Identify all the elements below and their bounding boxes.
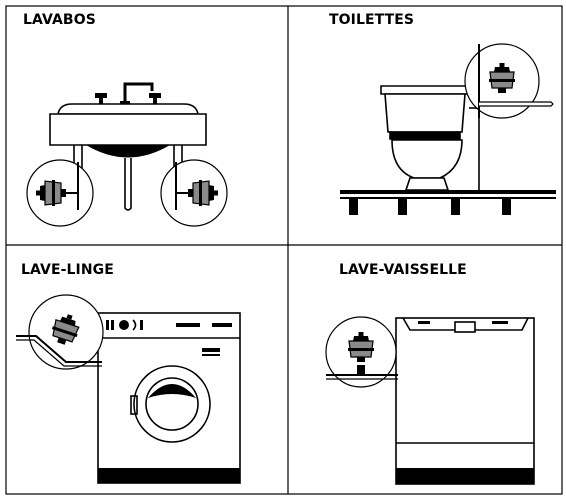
panel-title-lave-vaisselle: LAVE-VAISSELLE	[339, 262, 467, 278]
washing-machine-valve-detail	[16, 294, 104, 370]
panel-title-lave-linge: LAVE-LINGE	[21, 262, 114, 278]
panel-title-lavabos: LAVABOS	[23, 12, 96, 28]
dishwasher-valve-detail	[325, 316, 398, 388]
dishwasher-illustration	[395, 317, 535, 485]
sink-left-valve-detail	[26, 159, 94, 227]
panel-title-toilettes: TOILETTES	[329, 12, 415, 28]
toilet-illustration	[340, 48, 556, 215]
washing-machine-illustration	[97, 312, 241, 484]
toilet-valve-detail	[464, 43, 554, 119]
grid-frame	[5, 5, 563, 495]
sink-right-valve-detail	[160, 159, 228, 227]
